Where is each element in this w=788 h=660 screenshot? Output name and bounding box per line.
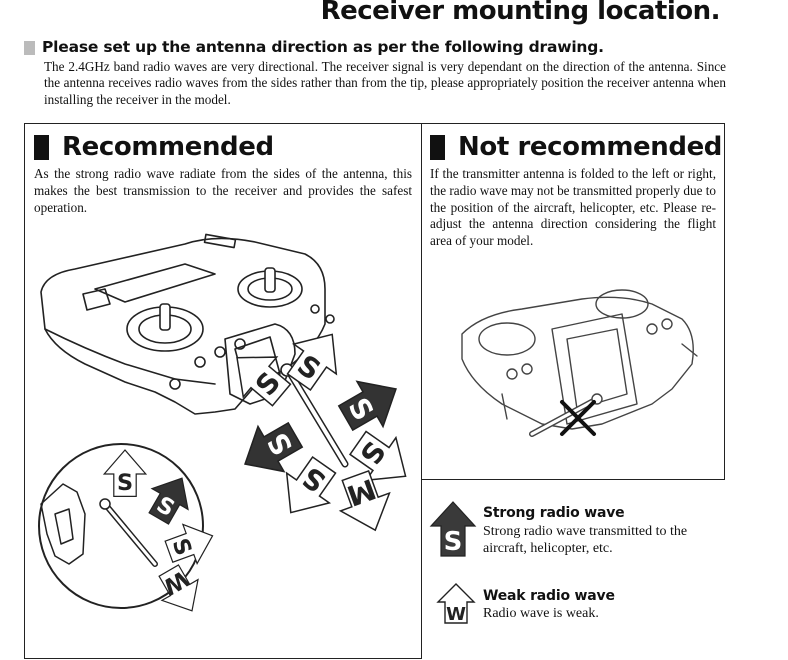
svg-text:W: W	[446, 604, 466, 625]
strong-arrows-main: S S S S S S M	[236, 333, 407, 532]
not-recommended-description: If the transmitter antenna is folded to …	[430, 166, 717, 249]
weak-legend-title: Weak radio wave	[483, 588, 615, 604]
cross-mark	[560, 400, 596, 436]
section-marker	[24, 41, 35, 55]
svg-text:S: S	[444, 527, 463, 557]
recommended-heading: Recommended	[34, 133, 274, 161]
strong-arrows-inset: S S S W	[102, 449, 214, 612]
not-recommended-title: Not recommended	[458, 132, 723, 162]
weak-legend-description: Radio wave is weak.	[483, 606, 599, 621]
heading-block-marker	[430, 134, 445, 160]
recommended-description: As the strong radio wave radiate from th…	[34, 166, 412, 215]
page-title: Receiver mounting location.	[320, 0, 721, 26]
not-recommended-heading: Not recommended	[430, 133, 722, 161]
section-heading: Please set up the antenna direction as p…	[42, 38, 604, 56]
strong-arrow-legend-icon: S	[429, 501, 477, 557]
svg-text:S: S	[117, 470, 133, 496]
recommended-panel: Recommended As the strong radio wave rad…	[24, 123, 422, 659]
strong-legend-description: Strong radio wave transmitted to the air…	[483, 524, 688, 556]
recommended-title: Recommended	[62, 132, 274, 162]
transmitter-illustration: S S S S S S M S S S W	[38, 233, 407, 612]
folded-antenna-illustration	[461, 289, 698, 437]
not-recommended-panel: Not recommended If the transmitter anten…	[421, 123, 725, 480]
weak-arrow-legend-icon: W	[436, 583, 476, 625]
heading-block-marker	[34, 134, 49, 160]
intro-paragraph: The 2.4GHz band radio waves are very dir…	[44, 59, 726, 107]
strong-legend-title: Strong radio wave	[483, 505, 625, 521]
